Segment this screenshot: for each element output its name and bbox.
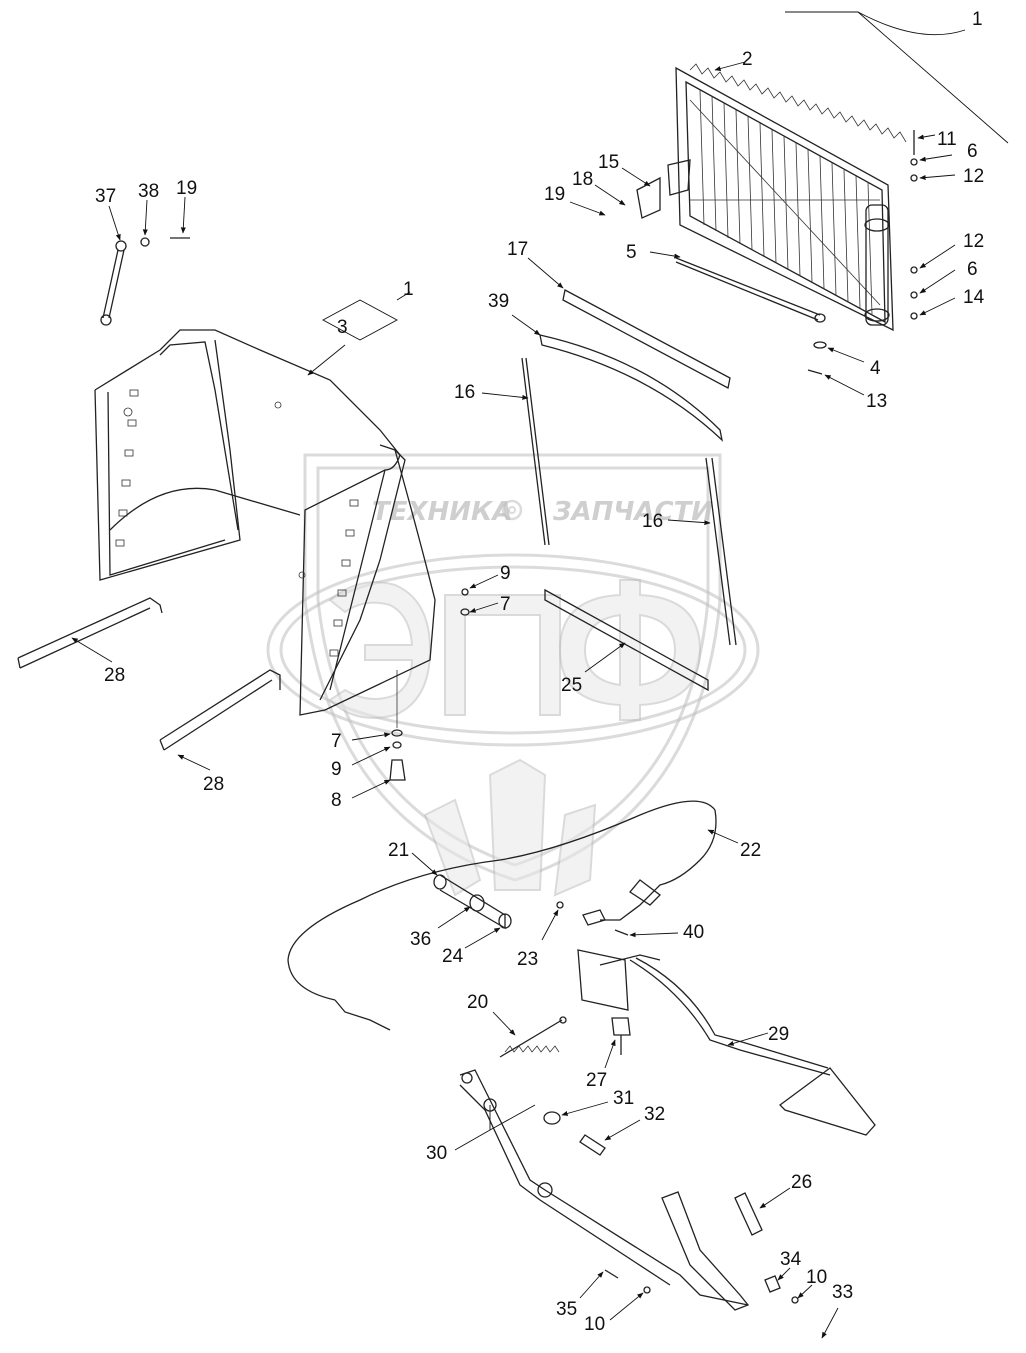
label-1-mid: 1 — [403, 279, 414, 300]
label-10-bottom: 10 — [584, 1314, 605, 1335]
label-9-bottom: 9 — [331, 759, 342, 780]
label-10-right: 10 — [806, 1267, 827, 1288]
label-29: 29 — [768, 1024, 789, 1045]
label-4: 4 — [870, 358, 881, 379]
pedal-29 — [629, 957, 876, 1136]
label-36: 36 — [410, 929, 431, 950]
fastener-stack — [389, 588, 470, 781]
label-30: 30 — [426, 1143, 447, 1164]
label-6-bottom: 6 — [967, 259, 978, 280]
label-21: 21 — [388, 840, 409, 861]
seal-28-upper — [17, 597, 163, 669]
label-16-right: 16 — [642, 511, 663, 532]
label-28-top: 28 — [104, 665, 125, 686]
label-35: 35 — [556, 1299, 577, 1320]
seal-17 — [562, 289, 731, 389]
label-9-top: 9 — [500, 563, 511, 584]
label-39: 39 — [488, 291, 509, 312]
label-17: 17 — [507, 239, 528, 260]
bracket-15 — [636, 159, 691, 219]
label-3: 3 — [337, 317, 348, 338]
part-labels: 1 2 11 6 12 15 18 19 37 38 19 5 12 6 14 … — [95, 9, 985, 1335]
gear-icon — [501, 499, 523, 521]
label-14: 14 — [963, 287, 985, 308]
label-18: 18 — [572, 169, 593, 190]
washer-bolt-31-32 — [543, 1111, 606, 1156]
label-6-top: 6 — [967, 141, 978, 162]
label-31: 31 — [613, 1088, 634, 1109]
pedal-bracket — [556, 901, 661, 1011]
label-38: 38 — [138, 181, 159, 202]
seal-28-lower — [159, 669, 281, 751]
label-8: 8 — [331, 790, 342, 811]
label-11: 11 — [937, 129, 957, 150]
watermark-left-text: ТЕХНИКА — [372, 497, 512, 527]
label-5: 5 — [626, 242, 637, 263]
seal-39 — [539, 334, 724, 442]
label-7-top: 7 — [500, 594, 511, 615]
label-22: 22 — [740, 840, 761, 861]
label-16-left: 16 — [454, 382, 475, 403]
bolt-27 — [611, 1017, 631, 1055]
label-26: 26 — [791, 1172, 812, 1193]
label-12-bottom: 12 — [963, 231, 984, 252]
bottom-hardware — [604, 1269, 799, 1304]
strip-16-left — [521, 357, 550, 546]
label-34: 34 — [780, 1249, 802, 1270]
label-15: 15 — [598, 152, 619, 173]
label-13: 13 — [866, 391, 887, 412]
pad-26 — [734, 1192, 763, 1236]
watermark-right-text: ЗАПЧАСТИ — [552, 497, 713, 527]
label-28-bottom: 28 — [203, 774, 224, 795]
label-12-top: 12 — [963, 166, 984, 187]
radiator-core — [675, 63, 907, 332]
label-23: 23 — [517, 949, 538, 970]
label-27: 27 — [586, 1070, 607, 1091]
label-2: 2 — [742, 49, 753, 70]
rod-5 — [675, 257, 821, 321]
label-7-bottom: 7 — [331, 731, 342, 752]
label-24: 24 — [442, 946, 464, 967]
monogram — [328, 579, 702, 721]
lever-30 — [459, 1069, 750, 1311]
label-19-right: 19 — [544, 184, 565, 205]
wheat-logo — [423, 758, 597, 897]
label-32: 32 — [644, 1104, 665, 1125]
label-33: 33 — [832, 1282, 853, 1303]
label-1-top: 1 — [972, 9, 983, 30]
shroud-frame — [94, 329, 436, 716]
label-37: 37 — [95, 186, 116, 207]
leader-lines — [71, 11, 1009, 1339]
watermark: ТЕХНИКА ЗАПЧАСТИ — [266, 453, 760, 897]
label-40: 40 — [683, 922, 704, 943]
pivot-shaft — [433, 874, 512, 930]
rod-37 — [100, 237, 190, 326]
label-25: 25 — [561, 675, 582, 696]
label-19-left: 19 — [176, 178, 197, 199]
strip-16-right — [705, 457, 737, 646]
strip-25 — [544, 588, 709, 692]
hardware-column — [807, 130, 918, 375]
spring-20 — [499, 1016, 567, 1058]
label-20: 20 — [467, 992, 488, 1013]
cable-22 — [287, 800, 717, 1031]
